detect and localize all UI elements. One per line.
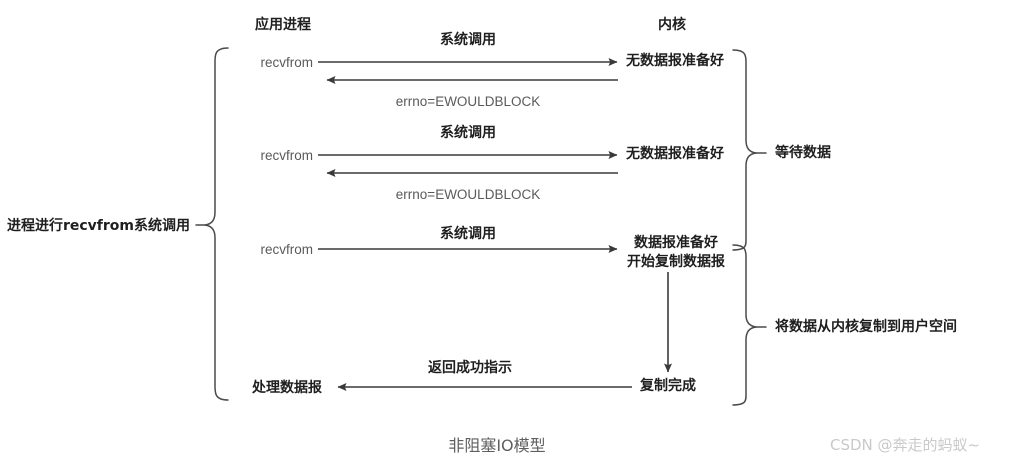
round-2-kernel-state: 无数据报准备好: [626, 146, 724, 162]
right-brace-wait-label: 等待数据: [775, 145, 831, 161]
round-2-forward-label: 系统调用: [440, 125, 496, 141]
round-1-return-label: errno=EWOULDBLOCK: [395, 94, 541, 109]
column-header-application: 应用进程: [255, 17, 311, 33]
kernel-copy-done-label: 复制完成: [640, 378, 696, 394]
right-brace-wait: [732, 49, 767, 251]
final-return-label: 返回成功指示: [428, 360, 512, 376]
round-3-kernel-state-line2: 开始复制数据报: [627, 254, 725, 270]
round-2-arrows: [318, 151, 618, 177]
round-3-kernel-state-line1: 数据报准备好: [634, 235, 718, 251]
round-1-kernel-state: 无数据报准备好: [626, 53, 724, 69]
left-brace-label: 进程进行recvfrom系统调用: [6, 218, 190, 234]
right-brace-copy-label: 将数据从内核复制到用户空间: [775, 319, 957, 335]
round-1-forward-label: 系统调用: [440, 32, 496, 48]
round-1-arrows: [318, 58, 618, 84]
round-3-call-label: recvfrom: [260, 242, 313, 257]
round-1-call-label: recvfrom: [260, 55, 313, 70]
csdn-watermark: CSDN @奔走的蚂蚁~: [830, 436, 981, 454]
column-header-kernel: 内核: [658, 17, 686, 33]
right-brace-copy: [732, 244, 767, 406]
app-result-label: 处理数据报: [252, 380, 322, 396]
left-brace: [204, 47, 229, 401]
round-2-call-label: recvfrom: [260, 148, 313, 163]
figure-caption: 非阻塞IO模型: [448, 436, 546, 455]
round-3-forward-label: 系统调用: [440, 226, 496, 242]
round-2-return-label: errno=EWOULDBLOCK: [395, 187, 541, 202]
